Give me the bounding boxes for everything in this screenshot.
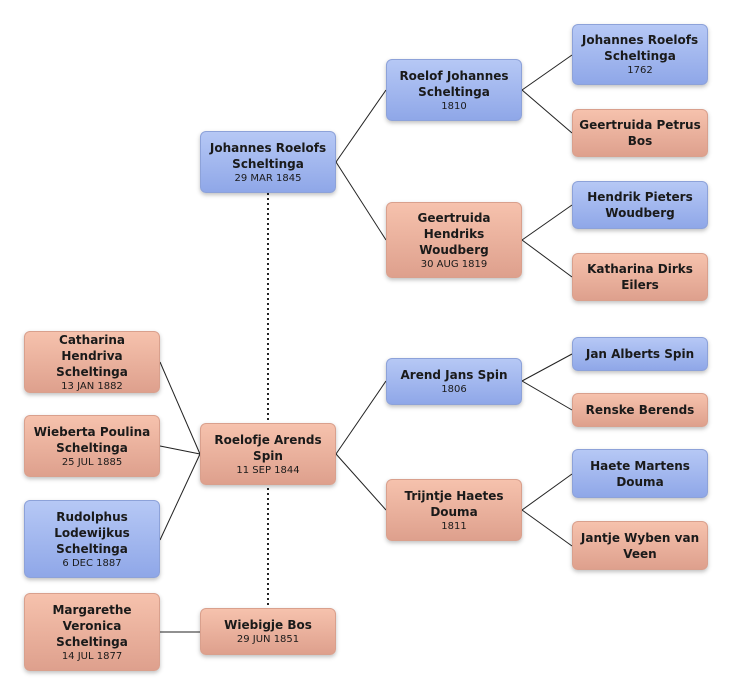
person-date: 13 JAN 1882	[61, 380, 123, 392]
person-name: Hendrik Pieters Woudberg	[587, 190, 693, 220]
person-date: 25 JUL 1885	[61, 456, 123, 468]
connector-child2	[159, 445, 201, 455]
person-name: Katharina Dirks Eilers	[587, 262, 693, 292]
connector-root-mother	[335, 161, 387, 241]
person-maternal-grandmother[interactable]: Katharina Dirks Eilers	[572, 253, 708, 301]
person-spouse-2[interactable]: Wiebigje Bos 29 JUN 1851	[200, 608, 336, 655]
person-spouse-1-maternal-grandfather[interactable]: Haete Martens Douma	[572, 449, 708, 498]
person-date: 29 MAR 1845	[234, 172, 302, 184]
person-date: 1811	[441, 520, 467, 532]
person-name: Jan Alberts Spin	[585, 347, 695, 361]
person-name: Johannes Roelofs Scheltinga	[581, 33, 699, 63]
connector-root-father	[335, 89, 387, 163]
person-name: Roelof Johannes Scheltinga	[399, 68, 509, 99]
person-spouse-1-paternal-grandmother[interactable]: Renske Berends	[572, 393, 708, 427]
person-date: 6 DEC 1887	[62, 557, 122, 569]
person-mother[interactable]: Geertruida Hendriks Woudberg 30 AUG 1819	[386, 202, 522, 278]
person-child-3[interactable]: Rudolphus Lodewijkus Scheltinga 6 DEC 18…	[24, 500, 160, 578]
person-maternal-grandfather[interactable]: Hendrik Pieters Woudberg	[572, 181, 708, 229]
connector-spouse1-father	[335, 380, 387, 455]
person-name: Arend Jans Spin	[400, 368, 508, 382]
person-spouse-1-paternal-grandfather[interactable]: Jan Alberts Spin	[572, 337, 708, 371]
person-spouse-1[interactable]: Roelofje Arends Spin 11 SEP 1844	[200, 423, 336, 485]
connector-mother-mgm	[521, 239, 573, 278]
connector-child1	[159, 361, 201, 455]
person-name: Wiebigje Bos	[224, 618, 312, 632]
person-name: Rudolphus Lodewijkus Scheltinga	[54, 509, 130, 556]
connector-father-pgf	[521, 54, 573, 91]
person-date: 29 JUN 1851	[236, 634, 300, 645]
connector-s1mother-mgm	[521, 509, 573, 547]
person-date: 1762	[627, 65, 653, 76]
person-date: 14 JUL 1877	[61, 650, 123, 662]
person-paternal-grandfather[interactable]: Johannes Roelofs Scheltinga 1762	[572, 24, 708, 85]
connector-father-pgm	[521, 89, 573, 134]
person-name: Jantje Wyben van Veen	[580, 530, 700, 561]
connector-child3	[159, 453, 201, 541]
connector-spouse1-mother	[335, 453, 387, 511]
person-name: Trijntje Haetes Douma	[404, 488, 504, 519]
person-child-1[interactable]: Catharina Hendriva Scheltinga 13 JAN 188…	[24, 331, 160, 393]
person-date: 1810	[441, 100, 467, 112]
person-date: 11 SEP 1844	[236, 464, 300, 476]
connector-mother-mgf	[521, 204, 573, 241]
person-name: Catharina Hendriva Scheltinga	[56, 332, 128, 379]
person-paternal-grandmother[interactable]: Geertruida Petrus Bos	[572, 109, 708, 157]
person-name: Geertruida Hendriks Woudberg	[417, 210, 491, 257]
person-name: Johannes Roelofs Scheltinga	[209, 140, 327, 171]
person-date: 1806	[441, 384, 467, 395]
person-root[interactable]: Johannes Roelofs Scheltinga 29 MAR 1845	[200, 131, 336, 193]
person-name: Margarethe Veronica Scheltinga	[52, 602, 132, 649]
person-child-4[interactable]: Margarethe Veronica Scheltinga 14 JUL 18…	[24, 593, 160, 671]
person-name: Wieberta Poulina Scheltinga	[33, 424, 151, 455]
person-spouse-1-mother[interactable]: Trijntje Haetes Douma 1811	[386, 479, 522, 541]
person-spouse-1-father[interactable]: Arend Jans Spin 1806	[386, 358, 522, 405]
connector-s1mother-mgf	[521, 473, 573, 511]
person-father[interactable]: Roelof Johannes Scheltinga 1810	[386, 59, 522, 121]
person-name: Geertruida Petrus Bos	[579, 118, 701, 148]
person-name: Haete Martens Douma	[590, 458, 690, 489]
person-name: Roelofje Arends Spin	[214, 432, 322, 463]
person-spouse-1-maternal-grandmother[interactable]: Jantje Wyben van Veen	[572, 521, 708, 570]
person-name: Renske Berends	[585, 403, 695, 417]
person-child-2[interactable]: Wieberta Poulina Scheltinga 25 JUL 1885	[24, 415, 160, 477]
person-date: 30 AUG 1819	[420, 258, 488, 270]
connector-s1father-pgm	[521, 380, 573, 411]
connector-s1father-pgf	[521, 353, 573, 382]
